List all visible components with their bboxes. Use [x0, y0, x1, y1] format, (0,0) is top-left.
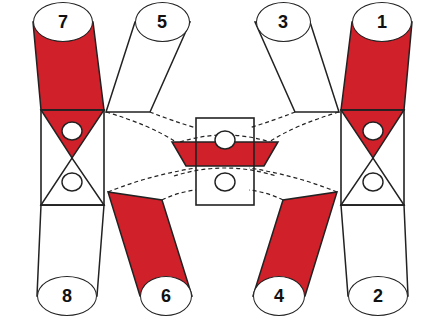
chromatid-number: 1 [377, 13, 387, 31]
chromatid-number: 2 [373, 287, 383, 305]
chromatid-number: 5 [157, 13, 167, 31]
chromatid-number: 6 [161, 287, 171, 305]
chromatid-end: 7 [33, 2, 93, 42]
chromatid-end: 3 [256, 2, 311, 42]
chromatid-end: 2 [348, 276, 408, 316]
chromatid-number: 7 [58, 13, 68, 31]
chromatid-end: 5 [135, 2, 190, 42]
chromatid-number: 3 [278, 13, 288, 31]
chromatid-end: 1 [352, 2, 412, 42]
chromatid-number: 4 [274, 287, 284, 305]
chromatid-end: 8 [37, 276, 97, 316]
chromatid-end: 4 [253, 276, 305, 316]
chromatid-end: 6 [140, 276, 192, 316]
chromatid-number: 8 [62, 287, 72, 305]
